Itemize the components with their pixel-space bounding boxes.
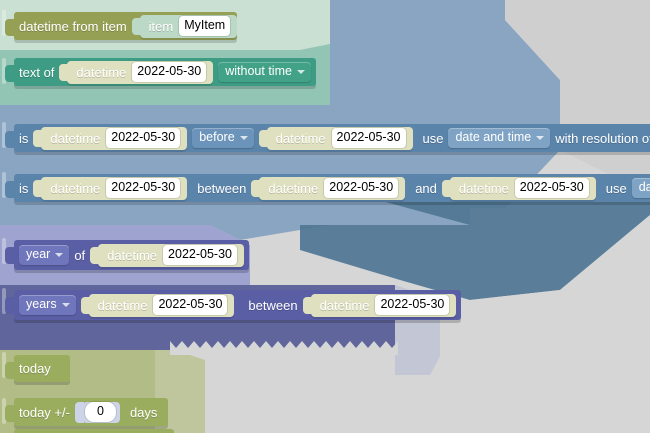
block-is-datetime-before[interactable]: is datetime 2022-05-30 before datetime 2… — [5, 124, 650, 152]
sub-block-label: datetime — [275, 130, 326, 146]
block-label: datetime from item — [19, 18, 127, 34]
dropdown-time-format[interactable]: without time — [218, 62, 311, 82]
sub-block-label: datetime — [268, 180, 319, 196]
value-notch-icon — [59, 63, 69, 81]
dropdown-value: years — [26, 297, 57, 312]
sub-block-number[interactable]: 0 — [82, 401, 120, 423]
sub-block-datetime-b[interactable]: datetime 2022-05-30 — [266, 126, 413, 150]
sub-block-label: datetime — [458, 180, 509, 196]
chevron-down-icon — [61, 302, 70, 307]
sub-block-label: datetime — [76, 64, 127, 80]
dropdown-unit[interactable]: years — [19, 295, 76, 315]
sub-block-datetime-b[interactable]: datetime 2022-05-30 — [310, 293, 457, 317]
puzzle-notch-icon — [5, 131, 15, 148]
block-next-partial[interactable] — [14, 429, 174, 433]
datetime-value-field[interactable]: 2022-05-30 — [375, 295, 450, 315]
sub-block-label: item — [148, 18, 174, 34]
dropdown-value: year — [26, 247, 51, 262]
sub-block-datetime[interactable]: datetime 2022-05-30 — [98, 243, 244, 267]
puzzle-notch-icon — [5, 405, 15, 422]
dropdown-value: date and time — [638, 180, 650, 195]
datetime-value-field[interactable]: 2022-05-30 — [106, 128, 181, 148]
block-text-of-datetime[interactable]: text of datetime 2022-05-30 without time — [5, 58, 316, 86]
block-label: text of — [19, 64, 55, 80]
chevron-down-icon — [239, 135, 248, 140]
puzzle-notch-icon — [5, 247, 15, 264]
datetime-value-field[interactable]: 2022-05-30 — [324, 178, 399, 198]
value-notch-icon — [33, 129, 43, 147]
sub-block-item[interactable]: item MyItem — [139, 14, 238, 38]
block-label-is: is — [19, 130, 29, 146]
sub-block-datetime-c[interactable]: datetime 2022-05-30 — [449, 176, 596, 200]
sub-block-datetime-a[interactable]: datetime 2022-05-30 — [41, 176, 188, 200]
puzzle-notch-icon — [5, 362, 15, 379]
value-notch-icon — [258, 129, 268, 147]
block-label-and: and — [415, 180, 437, 196]
chevron-down-icon — [536, 135, 545, 140]
block-datetime-from-item[interactable]: datetime from item item MyItem — [5, 12, 238, 40]
dropdown-use-mode[interactable]: date and time — [631, 178, 650, 198]
puzzle-notch-icon — [5, 19, 15, 36]
puzzle-notch-icon — [5, 297, 15, 314]
value-notch-icon — [131, 17, 141, 35]
value-notch-icon — [80, 296, 90, 314]
dropdown-comparison-op[interactable]: before — [192, 128, 254, 148]
sub-block-label: datetime — [50, 130, 101, 146]
value-notch-icon — [302, 296, 312, 314]
dropdown-value: without time — [225, 64, 292, 79]
block-label-of: of — [74, 247, 86, 263]
puzzle-notch-icon — [5, 65, 15, 82]
datetime-value-field[interactable]: 2022-05-30 — [153, 295, 228, 315]
sub-block-datetime-a[interactable]: datetime 2022-05-30 — [41, 126, 188, 150]
puzzle-notch-icon — [5, 181, 15, 198]
block-year-of-datetime[interactable]: year of datetime 2022-05-30 — [5, 240, 249, 270]
dropdown-use-mode[interactable]: date and time — [448, 128, 551, 148]
block-label-between: between — [248, 297, 298, 313]
sub-block-datetime-b[interactable]: datetime 2022-05-30 — [259, 176, 406, 200]
block-label-use: use — [422, 130, 444, 146]
value-notch-icon — [74, 401, 84, 423]
value-notch-icon — [90, 246, 100, 264]
dropdown-value: before — [199, 130, 235, 145]
block-label-resolution: with resolution of — [555, 130, 650, 146]
block-label-use: use — [605, 180, 627, 196]
block-label-start: today +/- — [19, 404, 70, 420]
sub-block-datetime-a[interactable]: datetime 2022-05-30 — [88, 293, 235, 317]
block-label-is: is — [19, 180, 29, 196]
datetime-value-field[interactable]: 2022-05-30 — [106, 178, 181, 198]
block-today-plus-minus-days[interactable]: today +/- 0 days — [5, 398, 169, 426]
item-name-field[interactable]: MyItem — [179, 16, 231, 36]
block-label: today — [19, 361, 51, 376]
days-number-field[interactable]: 0 — [84, 402, 116, 422]
block-label-between: between — [197, 180, 247, 196]
datetime-value-field[interactable]: 2022-05-30 — [163, 245, 237, 265]
block-today[interactable]: today — [5, 355, 70, 382]
value-notch-icon — [251, 179, 261, 197]
dropdown-unit[interactable]: year — [19, 245, 70, 265]
sub-block-label: datetime — [97, 297, 148, 313]
block-is-datetime-between[interactable]: is datetime 2022-05-30 between datetime … — [5, 174, 650, 202]
sub-block-label: datetime — [319, 297, 370, 313]
datetime-value-field[interactable]: 2022-05-30 — [514, 178, 589, 198]
dropdown-value: date and time — [455, 130, 532, 145]
chevron-down-icon — [296, 69, 305, 74]
block-years-between-datetimes[interactable]: years datetime 2022-05-30 between dateti… — [5, 290, 462, 320]
torn-edge-right — [420, 310, 650, 430]
datetime-value-field[interactable]: 2022-05-30 — [132, 62, 207, 82]
block-label-end: days — [129, 404, 158, 420]
sub-block-label: datetime — [107, 247, 158, 263]
value-notch-icon — [33, 179, 43, 197]
sub-block-label: datetime — [50, 180, 101, 196]
value-notch-icon — [441, 179, 451, 197]
datetime-value-field[interactable]: 2022-05-30 — [331, 128, 406, 148]
sub-block-datetime[interactable]: datetime 2022-05-30 — [67, 60, 214, 84]
chevron-down-icon — [55, 252, 64, 257]
